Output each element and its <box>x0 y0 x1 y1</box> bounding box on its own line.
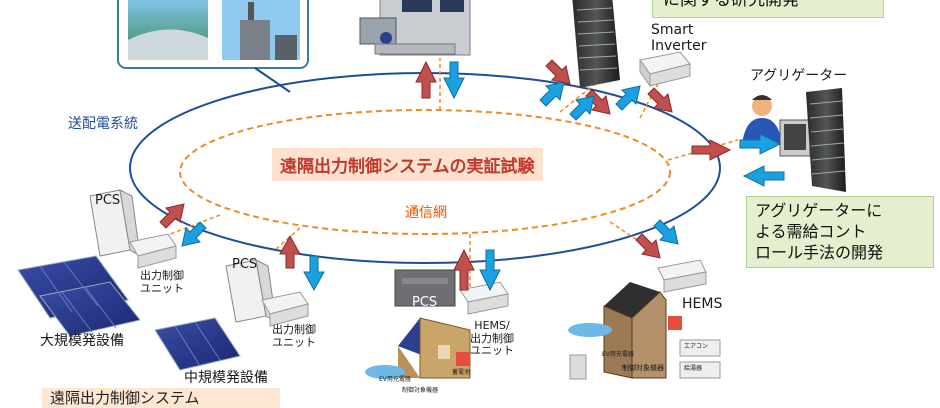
mid-pv-pcs-label: PCS <box>232 257 258 272</box>
flow-arrows <box>159 59 785 292</box>
home-1 <box>365 269 509 379</box>
control-label-2: 制御対象機器 <box>622 364 664 372</box>
control-label-1: 制御対象機器 <box>402 387 439 394</box>
top-right-note-text: に関する研究開発 <box>663 0 799 10</box>
mid-pv-unit-label: 出力制御 ユニット <box>272 323 316 349</box>
large-pv-plant <box>17 189 177 337</box>
hems-unit-label: HEMS/ 出力制御 ユニット <box>470 319 514 358</box>
smart-inverter-label: Smart Inverter <box>651 22 707 55</box>
large-pv-pcs-label: PCS <box>95 193 121 208</box>
home-pcs-label: PCS <box>412 295 438 310</box>
smart-inverter-icon <box>639 51 691 88</box>
hems-label: HEMS <box>682 296 723 312</box>
top-right-note: に関する研究開発 <box>652 0 884 18</box>
large-pv-label: 大規模発設備 <box>40 333 124 349</box>
mid-pv-label: 中規模発設備 <box>184 370 268 386</box>
network-ring <box>179 109 671 235</box>
network-label: 通信網 <box>405 205 447 221</box>
home-2 <box>568 259 721 380</box>
ev-label-2: EV用充電器 <box>602 351 634 358</box>
server-rack-icon <box>572 0 620 88</box>
bottom-left-note: 遠隔出力制御システム <box>42 388 280 408</box>
bottom-left-note-text: 遠隔出力制御システム <box>50 389 200 407</box>
aggregator-label: アグリゲーター <box>750 68 848 84</box>
ev-label-1: EV用充電器 <box>379 376 411 383</box>
center-title: 遠隔出力制御システムの実証試験 <box>272 148 543 181</box>
mid-pv-plant <box>154 259 309 371</box>
heater-label: 給湯器 <box>684 365 703 372</box>
large-pv-unit-label: 出力制御 ユニット <box>140 269 184 295</box>
storage-label: 蓄電池 <box>452 369 471 376</box>
control-center-icon <box>359 0 471 56</box>
aggregator-note: アグリゲーターに よる需給コント ロール手法の開発 <box>746 196 934 269</box>
photo-connector <box>254 67 291 93</box>
aggregator-icon <box>742 88 846 192</box>
power-plant-photos <box>117 0 309 69</box>
grid-label: 送配電系統 <box>68 116 138 132</box>
aircon-label: エアコン <box>684 343 709 350</box>
